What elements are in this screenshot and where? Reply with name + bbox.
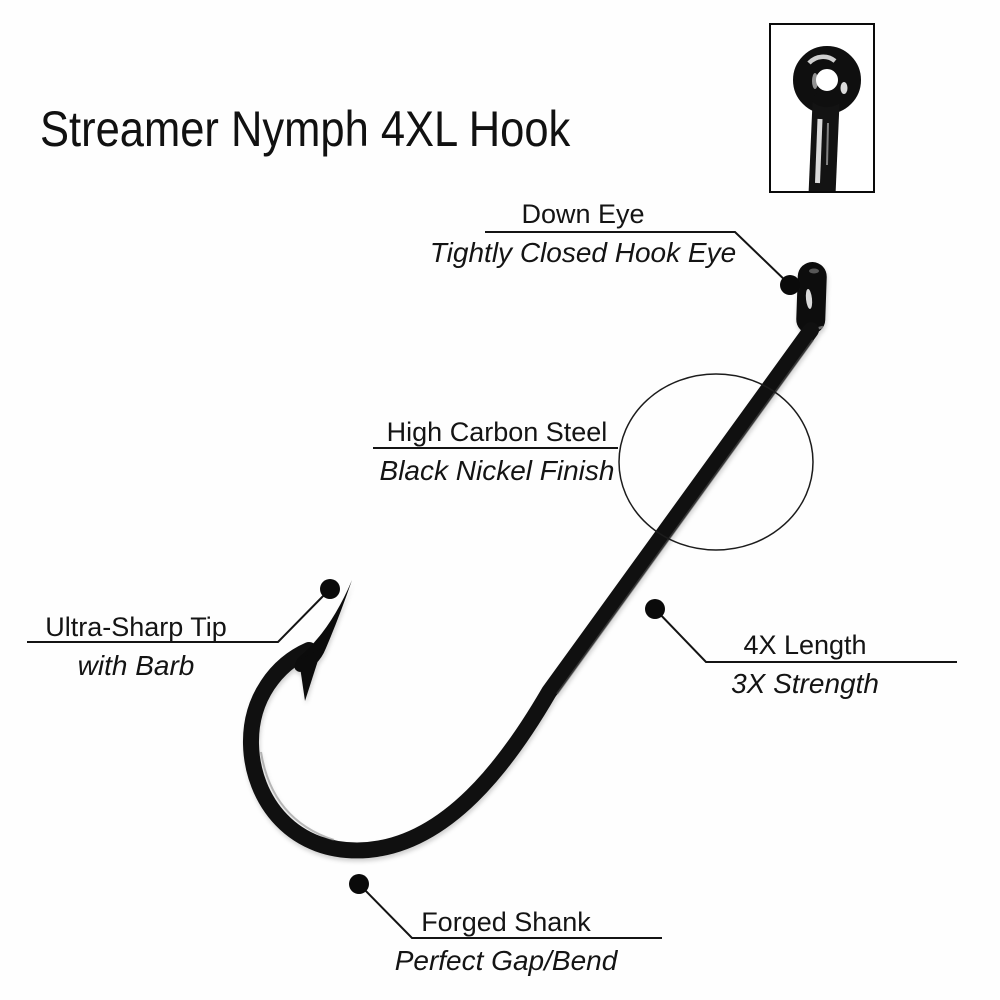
callout-dot-down-eye <box>780 275 800 295</box>
hook-eye-inset-box <box>769 23 875 193</box>
leader-line-ultra-sharp-tip <box>27 588 331 643</box>
callout-down-eye: Down Eye Tightly Closed Hook Eye <box>413 197 753 270</box>
callout-4x-length: 4X Length 3X Strength <box>685 628 925 701</box>
callout-title: 4X Length <box>743 630 867 660</box>
material-highlight-circle <box>618 373 814 551</box>
callout-subtitle: 3X Strength <box>731 668 879 699</box>
hook-shank-shine <box>556 339 814 695</box>
inset-highlight-streak <box>815 118 823 184</box>
callout-subtitle: Tightly Closed Hook Eye <box>429 237 737 268</box>
inset-highlight-inner <box>812 73 818 89</box>
hook-shank-and-bend <box>242 322 819 859</box>
inset-highlight-arc <box>807 54 837 65</box>
callout-dot-forged-shank <box>349 874 369 894</box>
inset-highlight-streak-2 <box>826 122 829 166</box>
callout-subtitle: with Barb <box>77 650 195 681</box>
callout-title: High Carbon Steel <box>386 417 608 447</box>
hook-eye-closeup-image <box>793 46 861 191</box>
inset-eye-wire-end <box>810 86 849 108</box>
callout-title: Ultra-Sharp Tip <box>45 612 227 642</box>
callout-dot-4x-length <box>645 599 665 619</box>
hook-barb <box>299 648 322 701</box>
inset-highlight-notch <box>840 82 848 94</box>
hook-illustration <box>242 262 827 859</box>
hook-point <box>294 580 352 672</box>
page-title: Streamer Nymph 4XL Hook <box>40 101 571 157</box>
leader-line-down-eye <box>485 231 791 286</box>
callout-title: Down Eye <box>521 199 645 229</box>
leader-line-4x-length <box>654 608 957 663</box>
hook-eye-sheen <box>809 268 819 274</box>
hook-bend-shine <box>260 751 335 841</box>
inset-eye-shank <box>808 102 840 191</box>
callout-title: Forged Shank <box>421 907 591 937</box>
callout-forged-shank: Forged Shank Perfect Gap/Bend <box>386 905 626 978</box>
callout-ultra-sharp-tip: Ultra-Sharp Tip with Barb <box>16 610 256 683</box>
callout-subtitle: Perfect Gap/Bend <box>394 945 618 976</box>
hook-eye-highlight <box>805 289 813 309</box>
callout-high-carbon-steel: High Carbon Steel Black Nickel Finish <box>372 415 622 488</box>
callout-subtitle: Black Nickel Finish <box>379 455 615 486</box>
leader-line-forged-shank <box>358 883 662 939</box>
callout-dot-ultra-sharp-tip <box>320 579 340 599</box>
